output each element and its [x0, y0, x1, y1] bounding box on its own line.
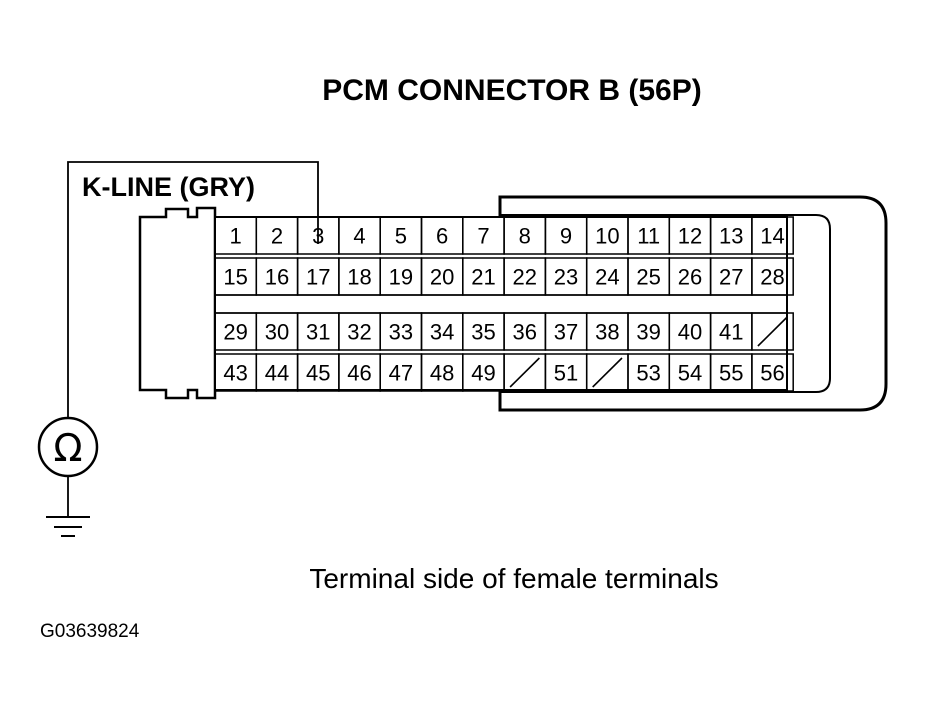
pin-label-6: 6	[436, 224, 448, 249]
pin-label-31: 31	[306, 320, 330, 345]
pin-label-28: 28	[760, 265, 784, 290]
pin-label-51: 51	[554, 361, 578, 386]
pin-label-36: 36	[513, 320, 537, 345]
pin-label-41: 41	[719, 320, 743, 345]
pin-label-21: 21	[471, 265, 495, 290]
pin-label-25: 25	[636, 265, 660, 290]
pin-label-35: 35	[471, 320, 495, 345]
pin-face	[214, 216, 788, 391]
pin-label-20: 20	[430, 265, 454, 290]
pin-label-1: 1	[230, 224, 242, 249]
pin-label-19: 19	[389, 265, 413, 290]
pin-label-56: 56	[760, 361, 784, 386]
pin-label-45: 45	[306, 361, 330, 386]
pin-label-12: 12	[678, 224, 702, 249]
pin-label-32: 32	[347, 320, 371, 345]
pin-label-49: 49	[471, 361, 495, 386]
pin-label-2: 2	[271, 224, 283, 249]
pin-label-8: 8	[519, 224, 531, 249]
pin-label-29: 29	[223, 320, 247, 345]
pin-label-27: 27	[719, 265, 743, 290]
pin-label-13: 13	[719, 224, 743, 249]
pin-label-40: 40	[678, 320, 702, 345]
pin-label-37: 37	[554, 320, 578, 345]
pin-label-39: 39	[636, 320, 660, 345]
pin-cell	[751, 353, 794, 392]
pin-label-53: 53	[636, 361, 660, 386]
pin-label-15: 15	[223, 265, 247, 290]
pin-label-47: 47	[389, 361, 413, 386]
pin-label-26: 26	[678, 265, 702, 290]
pin-label-17: 17	[306, 265, 330, 290]
pin-label-54: 54	[678, 361, 702, 386]
pin-label-22: 22	[513, 265, 537, 290]
pin-label-18: 18	[347, 265, 371, 290]
pin-label-55: 55	[719, 361, 743, 386]
pin-label-23: 23	[554, 265, 578, 290]
unused-pin-slash	[509, 357, 540, 388]
pin-label-46: 46	[347, 361, 371, 386]
pin-label-10: 10	[595, 224, 619, 249]
pin-label-11: 11	[637, 224, 660, 249]
ohmmeter-icon: Ω	[37, 416, 99, 478]
pin-label-7: 7	[477, 224, 489, 249]
pin-label-30: 30	[265, 320, 289, 345]
figure-code: G03639824	[40, 621, 140, 642]
unused-pin-slash	[592, 357, 623, 388]
pin-label-14: 14	[760, 224, 784, 249]
pin-label-38: 38	[595, 320, 619, 345]
pin-label-44: 44	[265, 361, 289, 386]
connector-body	[138, 206, 217, 400]
pin-cell	[751, 312, 794, 351]
caption: Terminal side of female terminals	[309, 563, 718, 594]
pin-cell	[751, 257, 794, 296]
pin-cell	[751, 216, 794, 255]
ohmmeter-symbol: Ω	[53, 426, 82, 470]
k-line-wire	[67, 161, 319, 418]
pin-label-48: 48	[430, 361, 454, 386]
unused-pin-slash	[757, 316, 788, 347]
pin-label-43: 43	[223, 361, 247, 386]
pin-label-33: 33	[389, 320, 413, 345]
ground-icon	[46, 476, 90, 537]
pin-label-34: 34	[430, 320, 454, 345]
connector-shell	[498, 195, 888, 412]
pin-label-4: 4	[353, 224, 365, 249]
pin-label-9: 9	[560, 224, 572, 249]
k-line-label: K-LINE (GRY)	[82, 172, 255, 202]
pin-label-16: 16	[265, 265, 289, 290]
pin-label-24: 24	[595, 265, 619, 290]
connector-cavity	[500, 214, 831, 393]
diagram-title: PCM CONNECTOR B (56P)	[322, 74, 701, 107]
pin-label-5: 5	[395, 224, 407, 249]
